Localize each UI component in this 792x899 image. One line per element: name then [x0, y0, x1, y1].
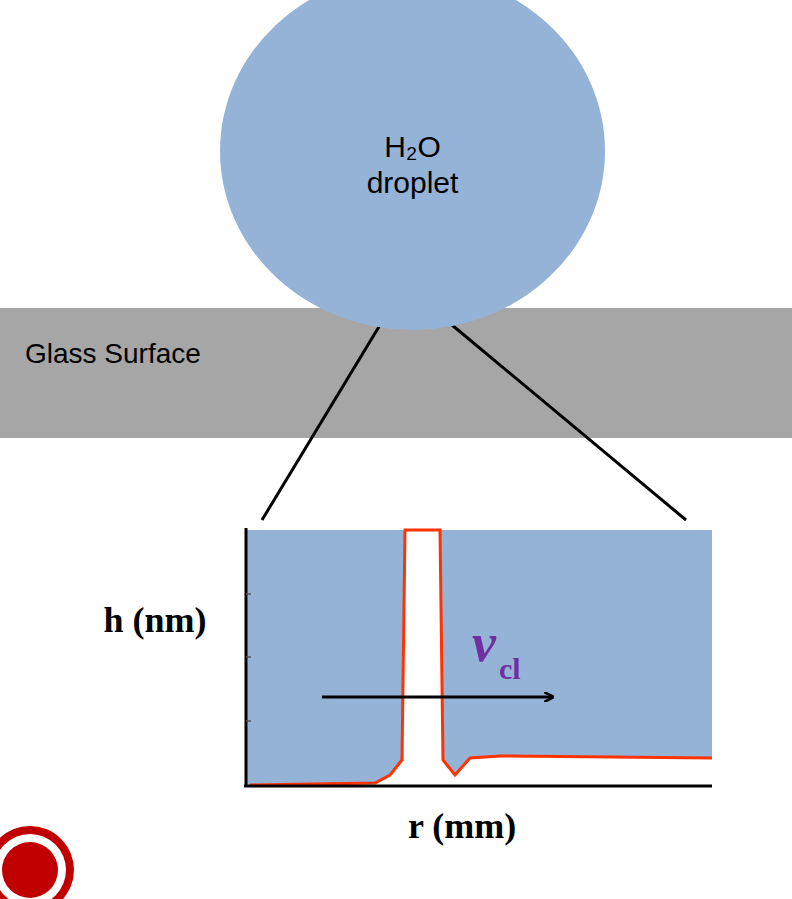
zoom-line	[262, 325, 380, 520]
axis-ticks	[246, 594, 251, 721]
node-text: H₂O droplet	[338, 129, 488, 201]
axis-label: h (nm)	[100, 598, 210, 643]
droplet-circle: H₂O droplet	[220, 0, 605, 330]
inset-plot	[245, 530, 712, 785]
velocity-subscript: cl	[499, 652, 549, 686]
height-profile	[250, 530, 712, 785]
node-text: Glass Surface	[25, 338, 220, 370]
zoom-line	[452, 325, 686, 520]
axis-label: r (mm)	[408, 805, 548, 847]
film-fill	[250, 530, 712, 785]
x-axis	[244, 785, 712, 788]
velocity-arrow	[322, 696, 552, 699]
glass-surface-band: Glass Surface	[0, 308, 220, 438]
university-seal	[0, 826, 74, 899]
